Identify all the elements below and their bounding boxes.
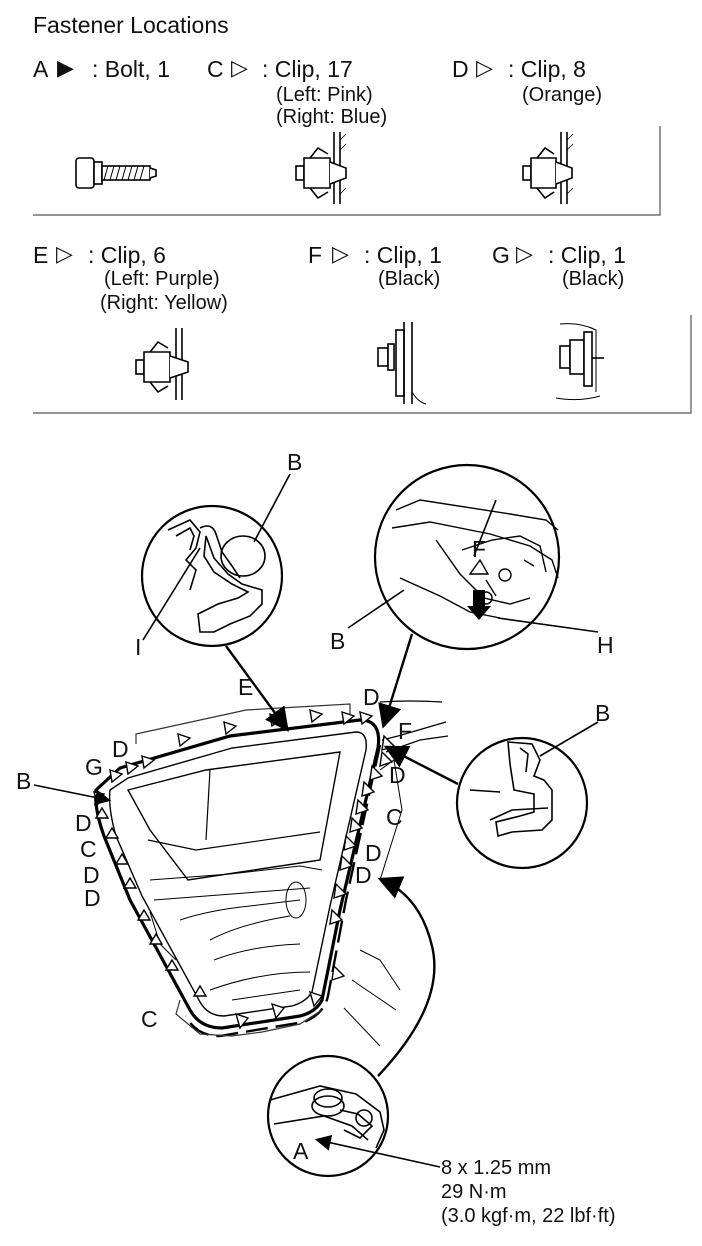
legend-g-outline-triangle-icon: ▷ [516, 241, 533, 266]
clip-markers [92, 708, 396, 1030]
callout-d-left-3: D [83, 862, 100, 888]
legend-a-solid-triangle-icon: ▶ [57, 55, 74, 80]
legend-f-desc: : Clip, 1 [364, 242, 442, 268]
callout-i: I [135, 634, 142, 660]
bracket-e [135, 703, 351, 744]
callout-f-detail: F [472, 536, 487, 562]
bracket-c [175, 999, 323, 1037]
callout-f-door: F [398, 718, 413, 744]
callout-g: G [85, 754, 103, 780]
legend-f-note: (Black) [378, 268, 441, 290]
leaders [33, 473, 599, 1168]
bolt-size-spec: 8 x 1.25 mm [441, 1157, 552, 1179]
clip-g-icon [555, 323, 604, 401]
callout-b-right: B [595, 700, 611, 726]
detail-circle-clip-f [373, 463, 561, 651]
callout-h: H [597, 632, 614, 658]
callout-d-left-2: D [75, 810, 92, 836]
legend-g-letter: G [492, 242, 510, 268]
clip-c-icon [295, 132, 347, 204]
legend-e-note-left: (Left: Purple) [104, 268, 220, 290]
legend-e-desc: : Clip, 6 [88, 242, 166, 268]
callout-d-left-4: D [84, 885, 101, 911]
legend-f-outline-triangle-icon: ▷ [332, 241, 349, 266]
page-title: Fastener Locations [33, 12, 229, 38]
callout-c-right: C [386, 804, 403, 830]
legend-a-desc: : Bolt, 1 [92, 56, 170, 82]
callout-b-top: B [287, 449, 303, 475]
clip-e-icon [135, 328, 189, 400]
callout-b-mid: B [330, 628, 346, 654]
legend-e-note-right: (Right: Yellow) [100, 292, 228, 314]
legend-e-letter: E [33, 242, 49, 268]
legend-e-outline-triangle-icon: ▷ [56, 241, 73, 266]
detail-circle-seal-right [455, 736, 589, 870]
bolt-icon [75, 157, 157, 189]
callout-b-left: B [16, 768, 32, 794]
callout-d-right-1: D [389, 762, 406, 788]
callout-d-top: D [363, 684, 380, 710]
torque-spec: 29 N·m [441, 1181, 507, 1203]
legend-g-note: (Black) [562, 268, 625, 290]
legend-frame-bottom [33, 315, 692, 414]
callout-d-right-3: D [355, 862, 372, 888]
legend-frame-top [33, 126, 661, 216]
torque-spec-alt: (3.0 kgf·m, 22 lbf·ft) [441, 1205, 616, 1227]
callout-a: A [293, 1138, 309, 1164]
callout-c-left: C [80, 836, 97, 862]
legend-d-desc: : Clip, 8 [508, 56, 586, 82]
detail-circle-bolt [266, 1054, 390, 1178]
legend-g-desc: : Clip, 1 [548, 242, 626, 268]
clip-f-icon [377, 322, 427, 405]
legend-f-letter: F [308, 242, 323, 268]
legend-c-note-right: (Right: Blue) [276, 106, 388, 128]
door-body [94, 700, 449, 1047]
legend-c-outline-triangle-icon: ▷ [231, 55, 248, 80]
legend-d-letter: D [452, 56, 469, 82]
legend-c-letter: C [207, 56, 224, 82]
clip-d-icon [522, 132, 574, 204]
legend-c-desc: : Clip, 17 [262, 56, 353, 82]
callout-e: E [238, 674, 254, 700]
legend-d-outline-triangle-icon: ▷ [476, 55, 493, 80]
detail-circle-seal [140, 504, 284, 648]
callout-d-left-top: D [112, 736, 129, 762]
callout-c-bottom: C [141, 1006, 158, 1032]
callout-d-right-2: D [365, 840, 382, 866]
legend-c-note-left: (Left: Pink) [276, 84, 373, 106]
legend-d-note: (Orange) [522, 84, 603, 106]
legend-a-letter: A [33, 56, 49, 82]
